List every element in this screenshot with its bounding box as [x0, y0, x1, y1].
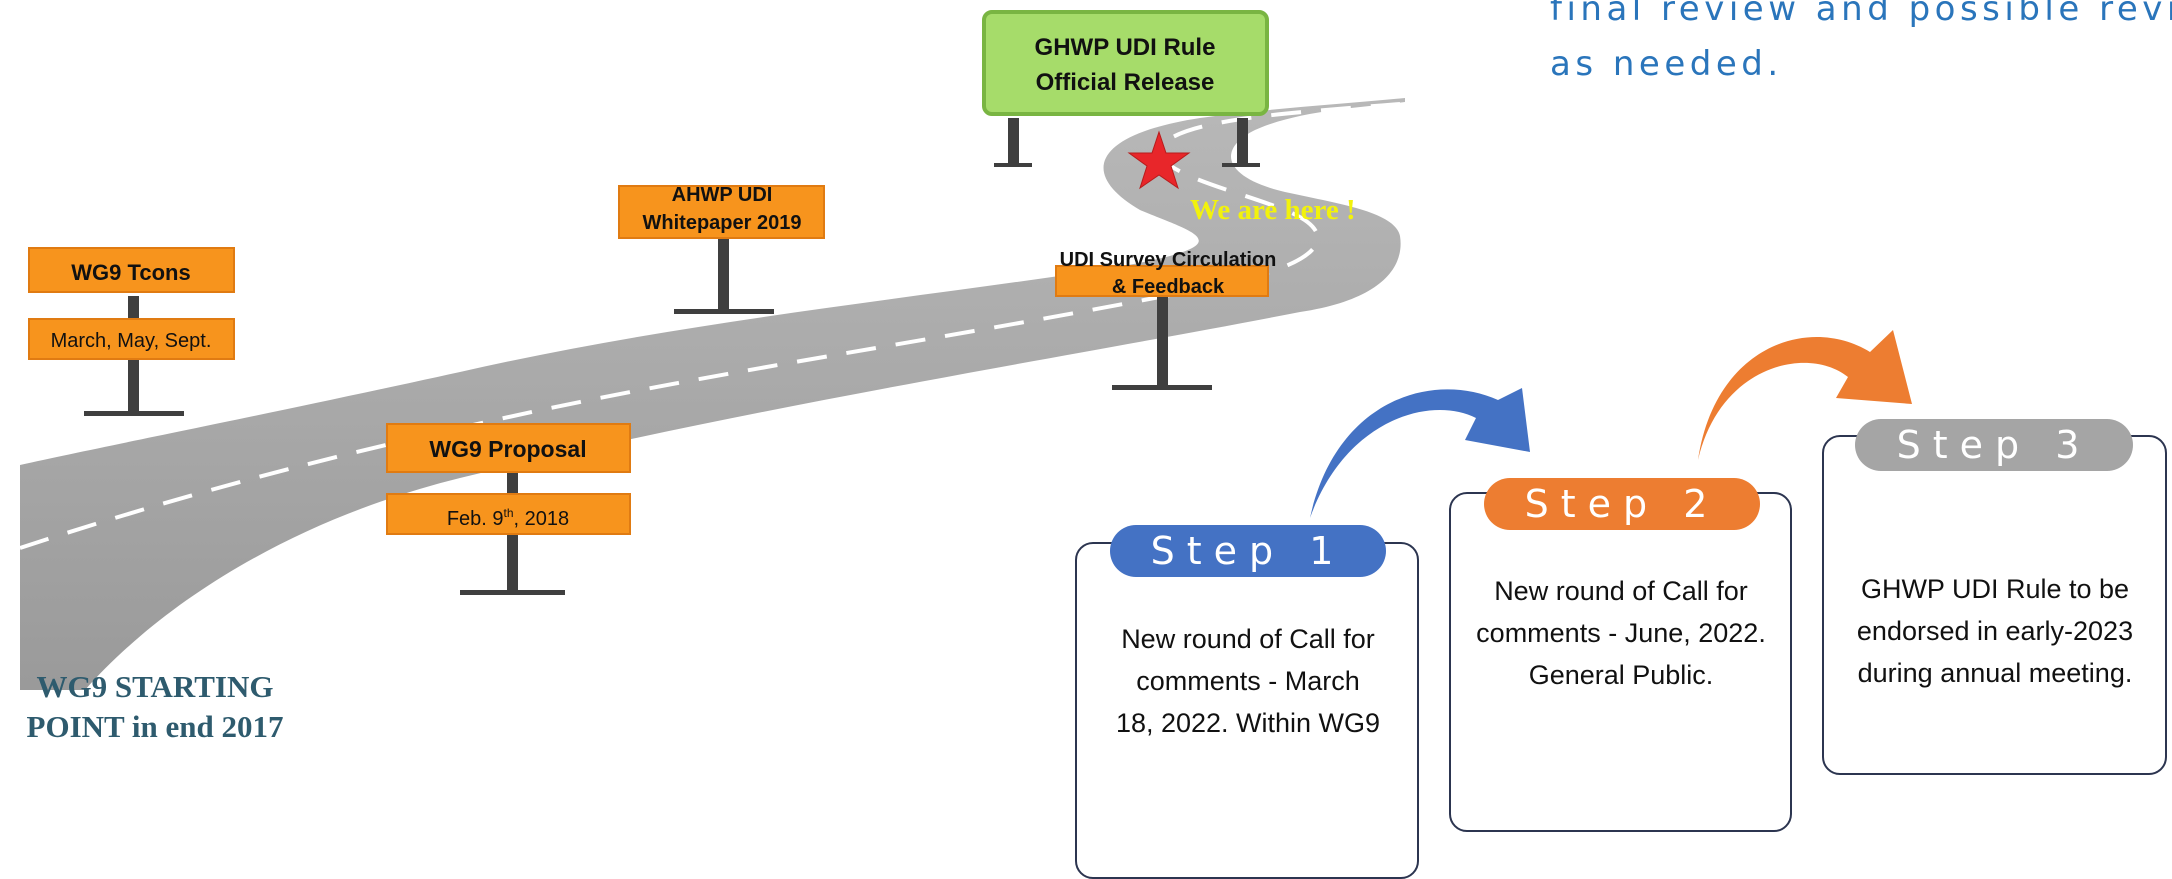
proposal-date-sup: th — [504, 506, 514, 520]
starting-point-line-1: WG9 STARTING — [36, 669, 274, 704]
step-1-label: Step 1 — [1110, 525, 1386, 577]
step-1-description: New round of Call for comments - March 1… — [1078, 618, 1418, 744]
whitepaper-sign: AHWP UDI Whitepaper 2019 — [618, 184, 825, 239]
step-1-line-1: New round of Call for — [1121, 624, 1375, 654]
survey-sign-line-2: & Feedback — [1112, 276, 1225, 298]
release-sign-line-1: GHWP UDI Rule — [1035, 34, 1216, 61]
proposal-sign: WG9 Proposal Feb. 9th, 2018 — [386, 423, 631, 535]
proposal-sign-date: Feb. 9th, 2018 — [447, 506, 569, 530]
top-note-line-1: final review and possible revision — [1550, 0, 2172, 29]
road — [20, 98, 1405, 690]
top-note-line-2: as needed. — [1550, 44, 1783, 84]
step-3-line-3: during annual meeting. — [1857, 658, 2133, 688]
step-1-box — [1075, 542, 1419, 879]
step-2-line-2: comments - June, 2022. — [1476, 618, 1766, 648]
step-2-box — [1449, 492, 1792, 832]
step-2-line-3: General Public. — [1528, 660, 1714, 690]
step-3-line-2: endorsed in early-2023 — [1856, 616, 2134, 646]
release-sign-line-2: Official Release — [1036, 69, 1215, 96]
arrow-step1-to-step2-icon — [1310, 388, 1530, 518]
release-sign: GHWP UDI Rule Official Release — [982, 10, 1269, 116]
step-1-line-3: 18, 2022. Within WG9 — [1115, 708, 1381, 738]
step-2-description: New round of Call for comments - June, 2… — [1452, 570, 1790, 696]
step-1-line-2: comments - March — [1136, 666, 1360, 696]
step-3-line-1: GHWP UDI Rule to be — [1860, 574, 2130, 604]
top-note: final review and possible revision as ne… — [1550, 0, 2172, 92]
we-are-here-label: We are here ! — [1190, 194, 1356, 226]
step-3-description: GHWP UDI Rule to be endorsed in early-20… — [1825, 568, 2165, 694]
proposal-date-pre: Feb. 9 — [447, 508, 504, 530]
whitepaper-sign-line-2: Whitepaper 2019 — [643, 212, 802, 234]
whitepaper-sign-line-1: AHWP UDI — [672, 184, 773, 206]
step-2-line-1: New round of Call for — [1494, 576, 1748, 606]
current-position-star-icon — [1127, 130, 1191, 190]
starting-point-line-2: POINT in end 2017 — [26, 709, 284, 744]
step-3-label: Step 3 — [1855, 419, 2133, 471]
starting-point-label: WG9 STARTING POINT in end 2017 — [10, 667, 300, 747]
survey-sign: UDI Survey Circulation & Feedback — [1055, 249, 1277, 298]
step-3-box — [1822, 435, 2167, 775]
survey-sign-line-1: UDI Survey Circulation — [1060, 249, 1277, 271]
proposal-date-post: , 2018 — [514, 508, 570, 530]
step-2-label: Step 2 — [1484, 478, 1760, 530]
tcons-sign-title: WG9 Tcons — [71, 260, 190, 285]
proposal-sign-title: WG9 Proposal — [429, 436, 586, 462]
arrow-step2-to-step3-icon — [1698, 330, 1912, 460]
tcons-sign: WG9 Tcons March, May, Sept. — [28, 247, 235, 360]
tcons-sign-date: March, May, Sept. — [51, 330, 212, 352]
